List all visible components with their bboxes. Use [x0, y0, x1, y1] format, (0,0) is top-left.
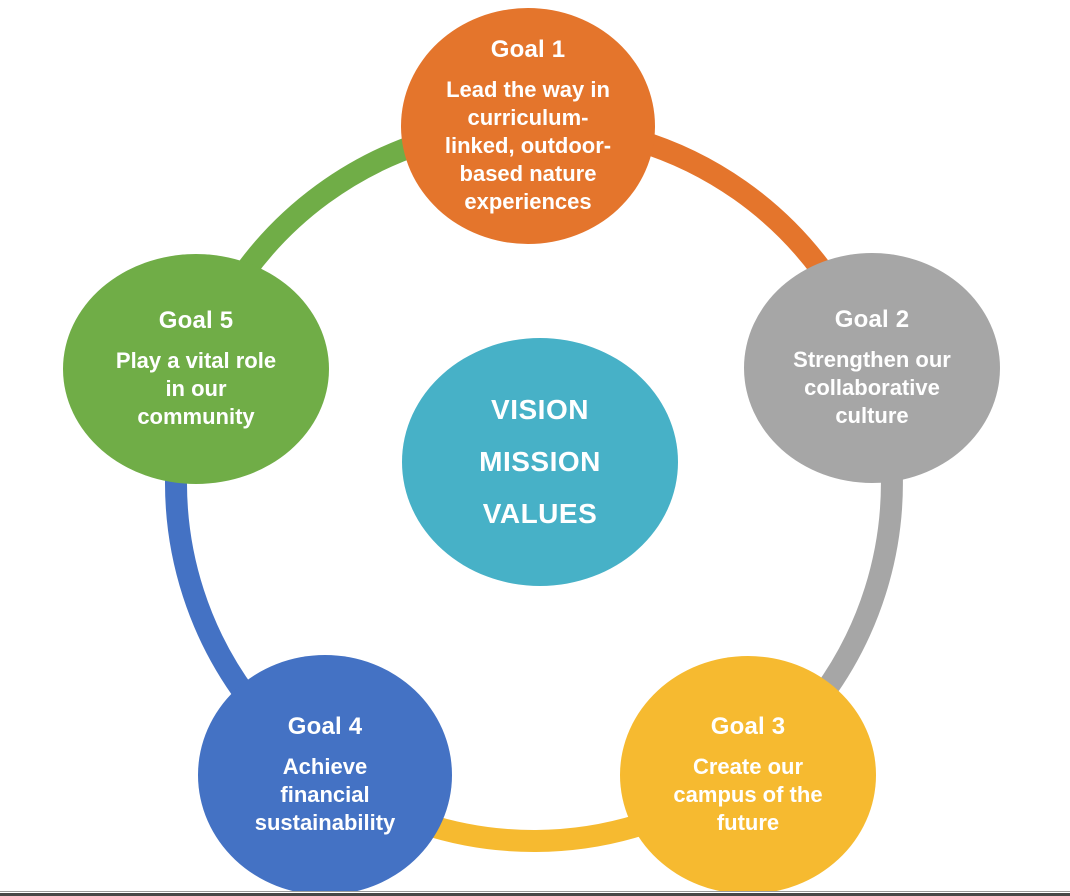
goal-3-title: Goal 3: [710, 713, 786, 741]
goal-1-title: Goal 1: [490, 36, 566, 64]
goal-2-title: Goal 2: [834, 306, 910, 334]
goal-5-title: Goal 5: [158, 307, 234, 335]
goal-1-desc-line: curriculum-: [467, 105, 589, 131]
goal-4-circle: Goal 4 Achieve financial sustainability: [198, 655, 452, 895]
goal-2-description: Strengthen our collaborative culture: [793, 346, 951, 430]
bottom-border-rule: [0, 891, 1070, 896]
goal-2-desc-line: collaborative: [804, 375, 940, 401]
goal-1-circle: Goal 1 Lead the way in curriculum- linke…: [401, 8, 655, 244]
goal-1-desc-line: based nature: [459, 160, 597, 186]
goal-3-desc-line: campus of the: [673, 782, 823, 808]
goal-5-desc-line: community: [137, 403, 255, 429]
goal-4-desc-line: sustainability: [254, 809, 396, 835]
goal-3-circle: Goal 3 Create our campus of the future: [620, 656, 876, 894]
center-line-mission: MISSION: [479, 445, 601, 477]
goal-4-description: Achieve financial sustainability: [255, 753, 396, 837]
goal-4-desc-line: Achieve: [282, 754, 368, 780]
goal-1-desc-line: Lead the way in: [446, 77, 610, 103]
goal-1-desc-line: linked, outdoor-: [444, 133, 612, 159]
goal-2-desc-line: Strengthen our: [793, 347, 951, 373]
goal-3-desc-line: future: [716, 809, 780, 835]
goal-5-circle: Goal 5 Play a vital role in our communit…: [63, 254, 329, 484]
center-line-vision: VISION: [491, 393, 589, 425]
goal-4-desc-line: financial: [280, 782, 370, 808]
goal-3-description: Create our campus of the future: [673, 753, 822, 837]
goal-3-desc-line: Create our: [692, 754, 804, 780]
goal-2-desc-line: culture: [835, 402, 909, 428]
goal-1-description: Lead the way in curriculum- linked, outd…: [445, 76, 611, 216]
center-line-values: VALUES: [482, 498, 598, 530]
center-vision-mission-values-circle: VISION MISSION VALUES: [402, 338, 678, 586]
goal-2-circle: Goal 2 Strengthen our collaborative cult…: [744, 253, 1000, 483]
goal-5-desc-line: Play a vital role: [115, 348, 277, 374]
goal-1-desc-line: experiences: [464, 188, 592, 214]
goal-5-description: Play a vital role in our community: [116, 347, 276, 431]
goal-5-desc-line: in our: [165, 376, 227, 402]
goal-4-title: Goal 4: [287, 713, 363, 741]
